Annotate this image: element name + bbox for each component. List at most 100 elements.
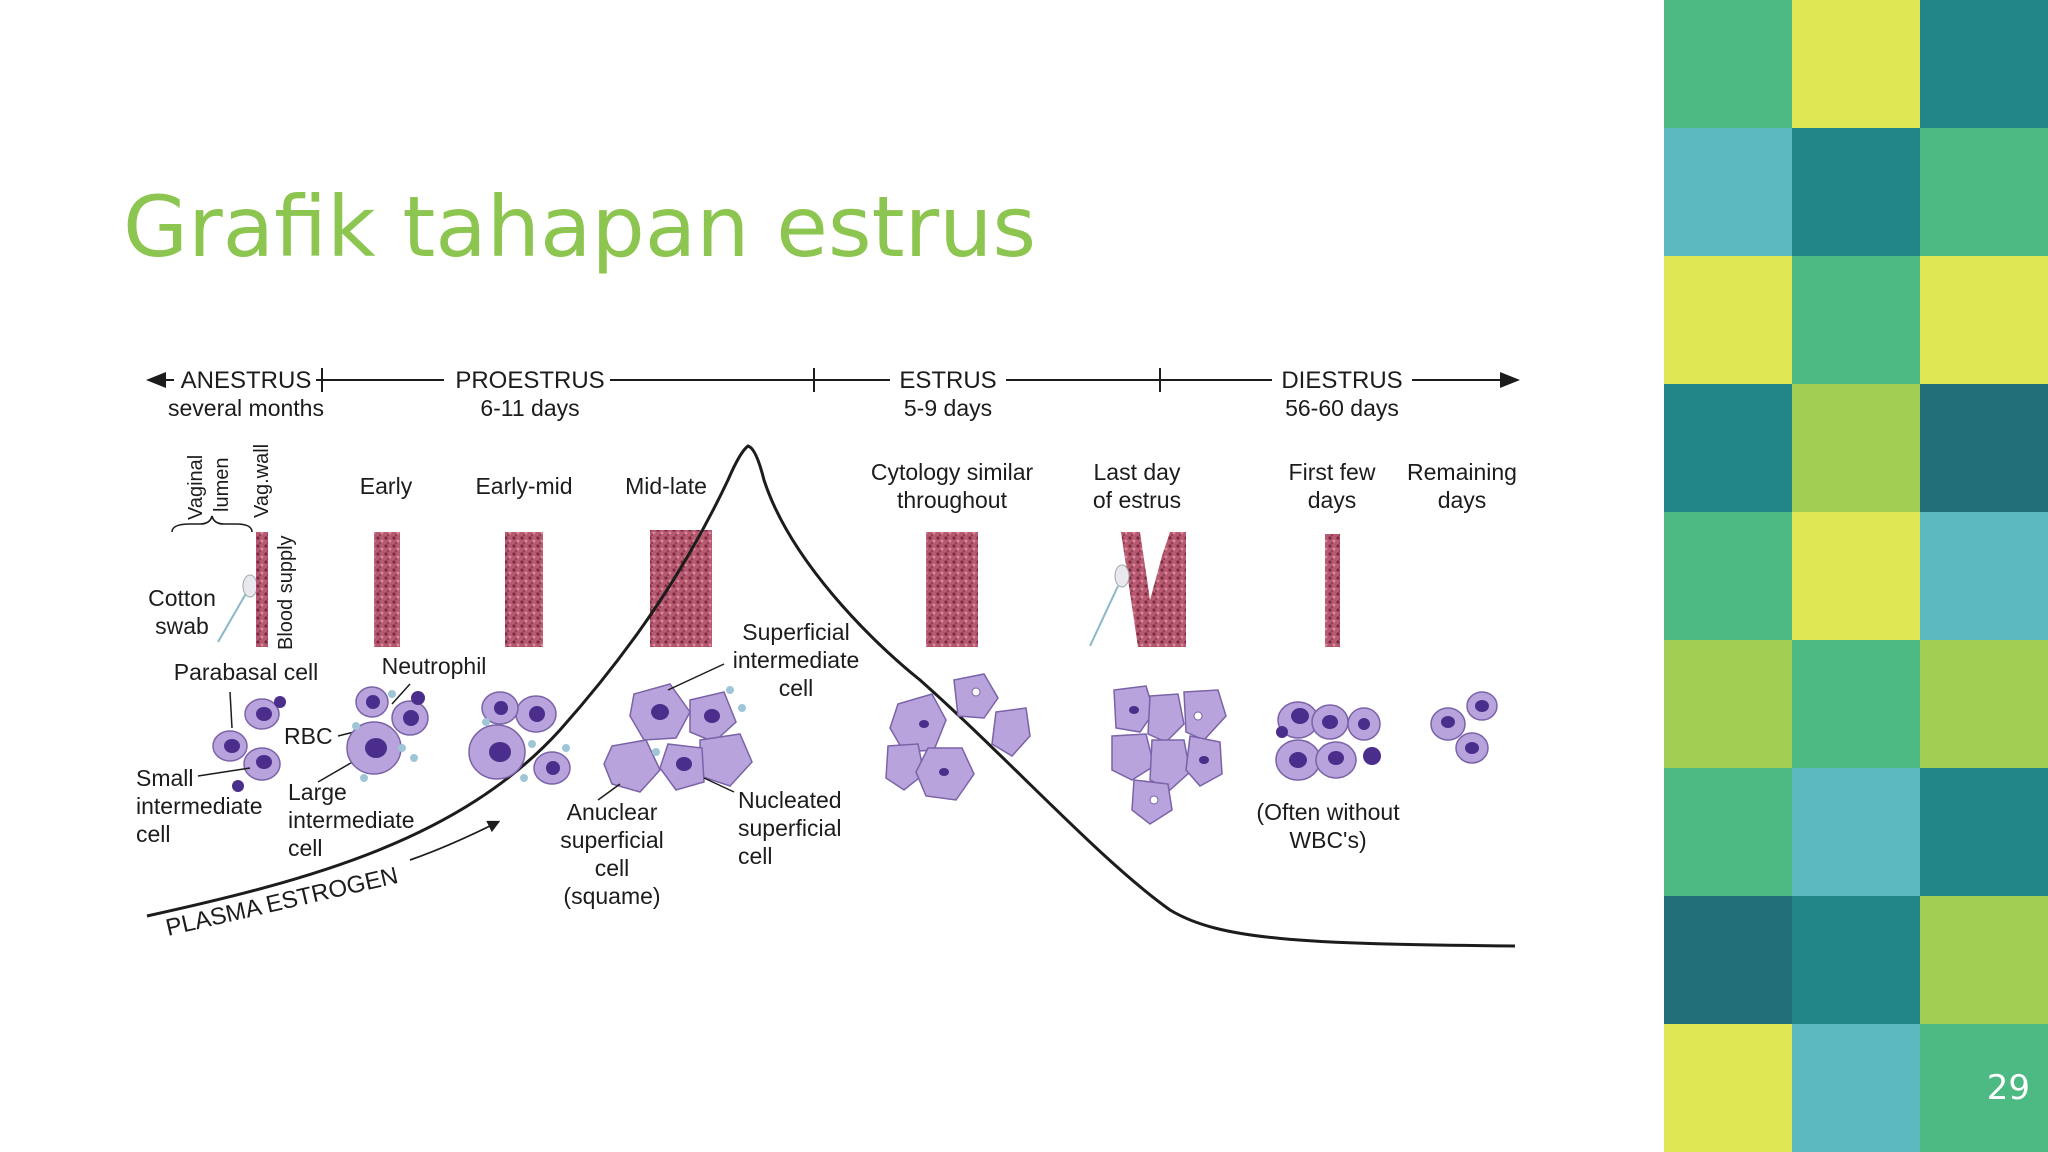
tile [1920,256,2048,384]
tile [1792,384,1920,512]
tile [1664,256,1792,384]
tile [1792,128,1920,256]
tissue-anestrus [256,532,268,647]
slide-title: Grafik tahapan estrus [123,178,1037,276]
nucleated-label-1: Nucleated [738,787,842,813]
tissue-early [374,532,400,647]
without-wbc-label-2: WBC's) [1289,827,1366,853]
estrogen-arrow [409,820,501,861]
neutrophil-label: Neutrophil [382,653,487,679]
superficial-label-1: Superficial [742,619,849,645]
tile [1664,128,1792,256]
cells-early-mid [468,691,571,785]
cells-anestrus [212,696,286,792]
vag-wall-label: Vag.wall [251,444,273,518]
tile [1792,512,1920,640]
cells-estrus [885,673,1031,801]
anuclear-label-4: (squame) [563,883,660,909]
tissue-mid-late [650,530,712,647]
phase-proestrus-label: PROESTRUS [455,367,604,394]
swab-stick [217,589,249,643]
tissue-first-few [1325,534,1340,647]
timeline-left-arrow [146,372,166,388]
tile [1792,1024,1920,1152]
tissue-early-mid [505,532,543,647]
phase-diestrus-label: DIESTRUS [1281,367,1402,394]
phase-proestrus-duration: 6-11 days [480,395,579,421]
tile [1920,768,2048,896]
tile [1920,1024,2048,1152]
cells-mid-late [603,683,753,793]
tile [1664,1024,1792,1152]
without-wbc-label-1: (Often without [1256,799,1400,825]
parabasal-label: Parabasal cell [174,659,318,685]
nucleated-label-3: cell [738,843,773,869]
plasma-estrogen-label: PLASMA ESTROGEN [163,862,400,942]
tile [1664,768,1792,896]
stage-last-day-line2: of estrus [1093,487,1181,513]
stage-remaining-line2: days [1438,487,1487,513]
tile [1920,896,2048,1024]
swab-tip [242,574,258,598]
cells-last-day [1111,685,1227,825]
cells-early [346,686,429,782]
small-label-1: Small [136,765,194,791]
timeline-right-arrow [1500,372,1520,388]
tile [1920,128,2048,256]
tile [1920,384,2048,512]
rbc-label: RBC [284,723,333,749]
stage-first-few-line2: days [1308,487,1357,513]
tile [1664,640,1792,768]
tissue-last-day [1121,532,1186,647]
stage-cytology-line1: Cytology similar [871,459,1034,485]
tile [1664,896,1792,1024]
phase-anestrus-label: ANESTRUS [181,367,312,394]
anuclear-label-2: superficial [560,827,664,853]
phase-timeline: ANESTRUS several months PROESTRUS 6-11 d… [146,362,1520,421]
superficial-label-2: intermediate [733,647,860,673]
tissue-strips [256,530,1340,647]
cell-labels-mid: Superficial intermediate cell Anuclear s… [560,619,859,909]
vaginal-label: Vaginal [185,455,207,520]
anuclear-label-3: cell [595,855,630,881]
estrus-cycle-diagram: ANESTRUS several months PROESTRUS 6-11 d… [136,362,1520,948]
blood-supply-label: Blood supply [275,535,297,650]
nucleated-label-2: superficial [738,815,842,841]
phase-anestrus-duration: several months [168,395,324,421]
stage-remaining-line1: Remaining [1407,459,1517,485]
tile [1792,0,1920,128]
tile [1664,384,1792,512]
small-label-3: cell [136,821,171,847]
anuclear-label-1: Anuclear [567,799,658,825]
tile [1792,640,1920,768]
tile [1792,896,1920,1024]
superficial-label-3: cell [779,675,814,701]
large-label-3: cell [288,835,323,861]
stage-cytology-line2: throughout [897,487,1008,513]
large-label-2: intermediate [288,807,415,833]
tile [1920,512,2048,640]
tile [1920,0,2048,128]
cells-remaining [1430,691,1498,764]
phase-diestrus-duration: 56-60 days [1285,395,1399,421]
anatomy-legend: Vaginal lumen Vag.wall Blood supply Cott… [148,444,297,650]
stage-early-mid: Early-mid [475,473,572,499]
tissue-estrus [926,532,978,647]
cell-labels-left: Parabasal cell Small intermediate cell L… [136,653,486,861]
stage-first-few-line1: First few [1289,459,1376,485]
cells-first-few: (Often without WBC's) [1256,701,1400,853]
lumen-label: lumen [211,458,233,512]
swab-tip-last-day [1114,564,1130,588]
tile [1664,512,1792,640]
cotton-label: Cotton [148,585,216,611]
plasma-estrogen-line [146,444,1516,948]
page-number: 29 [1986,1068,2030,1108]
swab-last-day [1089,585,1119,647]
stage-headers: Early Early-mid Mid-late Cytology simila… [360,459,1517,513]
phase-estrus-duration: 5-9 days [904,395,992,421]
large-label-1: Large [288,779,347,805]
decorative-tile-grid [1664,0,2048,1152]
stage-early: Early [360,473,413,499]
phase-estrus-label: ESTRUS [899,367,996,394]
tile [1792,256,1920,384]
